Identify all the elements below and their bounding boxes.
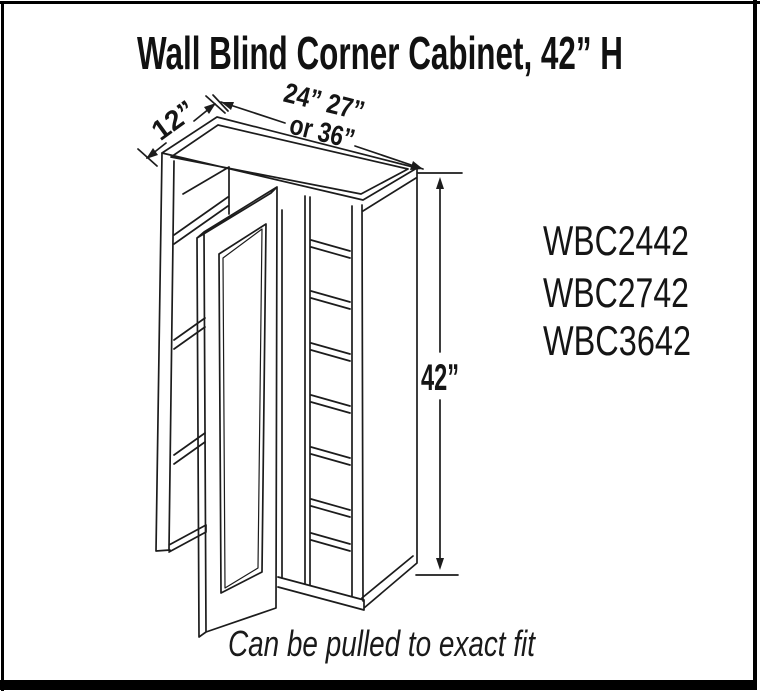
width-arrow-left [221,102,234,110]
page-title: Wall Blind Corner Cabinet, 42” H [137,27,623,79]
height-arrow-down [436,558,444,570]
cabinet-open-door [196,186,278,638]
height-arrow-up [436,177,444,189]
cabinet-left-panel [155,152,207,553]
cabinet-drawing [155,116,418,638]
depth-arrow-right [204,103,216,114]
cabinet-right-side [277,167,418,611]
width-arrow-right [410,161,423,170]
height-dim-lines [415,172,463,576]
height-dim-label-value: 42” [421,357,459,398]
model-number-list: WBC2442 WBC2742 WBC3642 [543,217,691,364]
depth-arrow-left [146,148,158,159]
cabinet-right-shelves [310,239,351,552]
cabinet-center-stile [281,195,311,586]
model-number: WBC2742 [543,269,689,316]
cabinet-left-shelves [173,166,230,465]
depth-dim-label: 12” [146,94,201,146]
door-panel-bevel [222,228,263,589]
model-number: WBC2442 [543,217,689,264]
dimension-height: 42” [415,172,463,576]
model-number: WBC3642 [543,317,691,364]
caption-text: Can be pulled to exact fit [228,623,537,664]
depth-dim-lines [137,95,226,167]
